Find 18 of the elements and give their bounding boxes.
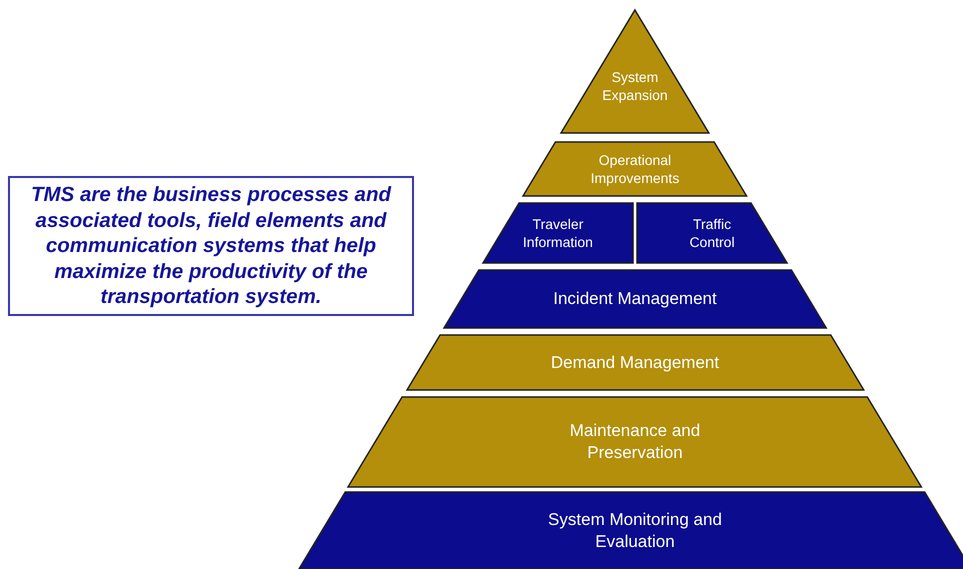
pyramid-tier <box>637 203 788 263</box>
tier-label: System Expansion <box>601 68 669 105</box>
pyramid-tier <box>561 10 709 133</box>
tier-label: Maintenance and Preservation <box>568 420 702 464</box>
pyramid-tier <box>348 397 922 487</box>
tier-label: Incident Management <box>552 288 718 310</box>
definition-text: TMS are the business processes and associated tools, field elements and communication systems that help maximize the productivity of the transportation system. <box>30 182 392 310</box>
pyramid-tier <box>523 142 747 196</box>
pyramid-tier <box>444 270 826 328</box>
tier-label: Traveler Information <box>522 215 594 252</box>
tier-label: Demand Management <box>550 352 720 374</box>
pyramid-tier <box>482 203 633 263</box>
tier-label: Traffic Control <box>688 215 736 252</box>
tier-label: System Monitoring and Evaluation <box>547 508 723 553</box>
definition-box <box>8 176 414 316</box>
pyramid-tier <box>406 335 864 390</box>
pyramid-tier <box>299 492 963 569</box>
tier-label: Operational Improvements <box>590 151 680 188</box>
